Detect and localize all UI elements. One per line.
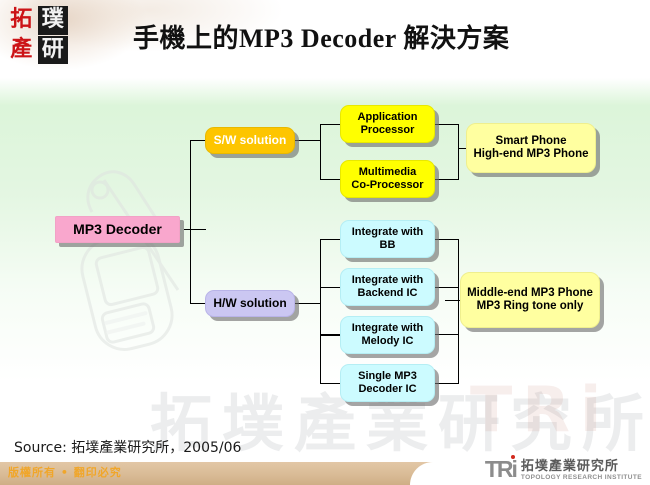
node-single-mp3-decoder-ic[interactable]: Single MP3 Decoder IC: [340, 364, 435, 402]
node-multimedia-co-processor-line1: Multimedia: [358, 166, 417, 179]
node-multimedia-co-processor[interactable]: Multimedia Co-Processor: [340, 160, 435, 198]
connector-mm-out: [435, 179, 459, 180]
background-watermark-text-red: TRi: [470, 373, 612, 446]
node-integrate-with-backend-ic-line2: Backend IC: [357, 287, 418, 299]
node-sw-solution[interactable]: S/W solution: [205, 127, 295, 154]
node-integrate-with-melody-ic-line2: Melody IC: [361, 335, 414, 347]
node-smart-phone-outcome-line2: High-end MP3 Phone: [473, 148, 589, 160]
connector-bb-out: [435, 239, 459, 240]
node-sw-solution-label: S/W solution: [213, 132, 287, 147]
source-citation: Source: 拓墣產業研究所，2005/06: [14, 440, 242, 456]
tri-footer-logo: TRi 拓墣產業研究所 TOPOLOGY RESEARCH INSTITUTE: [484, 455, 642, 482]
connector-hw-spine: [320, 239, 321, 383]
node-integrate-with-melody-ic-line1: Integrate with: [351, 322, 424, 335]
tri-wordmark-text: TRi: [484, 456, 518, 482]
node-single-mp3-decoder-ic-line1: Single MP3: [358, 370, 417, 383]
logo-char-2: 璞: [37, 6, 68, 35]
connector-backend-out: [435, 287, 459, 288]
node-hw-solution[interactable]: H/W solution: [205, 290, 295, 317]
connector-root-spine: [190, 140, 191, 304]
node-integrate-with-backend-ic-line1: Integrate with: [351, 274, 424, 287]
logo-char-3: 產: [10, 36, 33, 62]
connector-melody-out: [435, 334, 459, 335]
footer-bar: [0, 462, 650, 485]
node-smart-phone-outcome-line1: Smart Phone: [495, 134, 567, 147]
tri-wordmark-dot-icon: [510, 455, 515, 459]
connector-hw-merge-spine: [458, 239, 459, 384]
logo-char-1: 拓: [10, 7, 33, 33]
node-middle-end-phone-outcome[interactable]: Middle-end MP3 Phone MP3 Ring tone only: [460, 272, 600, 328]
tri-wordmark: TRi: [484, 455, 518, 482]
tri-name-chinese: 拓墣產業研究所: [520, 458, 619, 474]
connector-merge-to-middle: [445, 300, 461, 301]
connector-sw-to-app: [320, 124, 341, 125]
connector-sw-spine: [320, 124, 321, 180]
connector-app-out: [435, 124, 459, 125]
node-integrate-with-bb-line1: Integrate with: [351, 226, 424, 239]
node-middle-end-phone-outcome-line2: MP3 Ring tone only: [476, 300, 584, 312]
connector-root-stub: [184, 229, 206, 230]
connector-root-to-hw: [190, 303, 206, 304]
node-mp3-decoder[interactable]: MP3 Decoder: [55, 216, 180, 243]
connector-merge-to-smart: [458, 148, 468, 149]
node-hw-solution-label: H/W solution: [213, 295, 287, 310]
node-integrate-with-melody-ic[interactable]: Integrate with Melody IC: [340, 316, 435, 354]
connector-hw-to-backend: [320, 287, 341, 288]
tri-name-english: TOPOLOGY RESEARCH INSTITUTE: [520, 473, 642, 481]
node-application-processor-line1: Application: [357, 111, 418, 124]
node-mp3-decoder-label: MP3 Decoder: [73, 221, 162, 238]
tri-name-block: 拓墣產業研究所 TOPOLOGY RESEARCH INSTITUTE: [521, 460, 642, 482]
copyright-notice: 版權所有 • 翻印必究: [8, 466, 122, 479]
node-multimedia-co-processor-line2: Co-Processor: [351, 179, 424, 191]
connector-root-to-sw: [190, 140, 206, 141]
node-smart-phone-outcome[interactable]: Smart Phone High-end MP3 Phone: [466, 123, 596, 173]
connector-hw-to-single: [320, 383, 341, 384]
node-single-mp3-decoder-ic-line2: Decoder IC: [358, 383, 417, 395]
slide-title: 手機上的MP3 Decoder 解決方案: [133, 24, 510, 53]
node-integrate-with-bb-line2: BB: [379, 239, 396, 251]
connector-hw-stub: [295, 303, 321, 304]
connector-single-out: [435, 383, 459, 384]
connector-hw-to-bb: [320, 239, 341, 240]
node-integrate-with-bb[interactable]: Integrate with BB: [340, 220, 435, 258]
connector-hw-to-melody: [320, 334, 341, 336]
logo-char-4: 研: [37, 35, 68, 64]
node-application-processor[interactable]: Application Processor: [340, 105, 435, 143]
flip-phone-watermark-image: [80, 170, 180, 351]
node-application-processor-line2: Processor: [360, 124, 415, 136]
node-middle-end-phone-outcome-line1: Middle-end MP3 Phone: [467, 286, 593, 299]
connector-sw-to-mm: [320, 179, 341, 180]
tri-seal-logo: 拓 璞 產 研: [6, 6, 68, 64]
node-integrate-with-backend-ic[interactable]: Integrate with Backend IC: [340, 268, 435, 306]
connector-sw-merge-spine: [458, 124, 459, 180]
connector-sw-stub: [295, 140, 321, 141]
